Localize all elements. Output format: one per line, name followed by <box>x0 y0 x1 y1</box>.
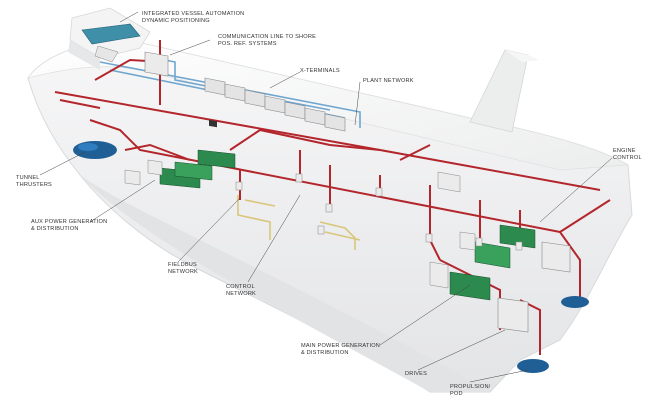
stern-funnel <box>469 49 540 133</box>
label-engine-control: ENGINE CONTROL <box>613 148 642 161</box>
aux-generators <box>124 149 236 189</box>
label-integrated-vessel-automation: INTEGRATED VESSEL AUTOMATION DYNAMIC POS… <box>142 11 245 24</box>
label-drives: DRIVES <box>405 371 428 377</box>
label-communication-line: COMMUNICATION LINE TO SHORE POS. REF. SY… <box>218 34 317 47</box>
label-plant-network: PLANT NETWORK <box>363 78 414 84</box>
fieldbus-nodes <box>235 173 523 251</box>
label-tunnel-thrusters: TUNNEL THRUSTERS <box>16 175 52 188</box>
label-aux-power: AUX POWER GENERATION & DISTRIBUTION <box>31 219 108 232</box>
x-terminal <box>324 113 346 132</box>
main-generators <box>429 224 536 301</box>
bridge-consoles <box>81 23 141 63</box>
label-propulsion-pod: PROPULSION/ POD <box>450 384 491 397</box>
propulsion-pods <box>517 296 589 373</box>
label-control-network: CONTROL NETWORK <box>226 284 256 297</box>
ship-hull <box>27 37 633 393</box>
engine-control-console <box>437 171 461 193</box>
communication-cabinet <box>144 51 169 77</box>
x-terminals <box>204 77 346 132</box>
label-leader-lines <box>39 11 613 383</box>
drive-cabinets <box>497 241 571 333</box>
label-x-terminals: X-TERMINALS <box>300 68 340 74</box>
tunnel-thrusters <box>73 141 117 159</box>
label-main-power: MAIN POWER GENERATION & DISTRIBUTION <box>301 343 380 356</box>
fieldbus-lines <box>237 195 361 250</box>
label-fieldbus-network: FIELDBUS NETWORK <box>168 262 198 275</box>
